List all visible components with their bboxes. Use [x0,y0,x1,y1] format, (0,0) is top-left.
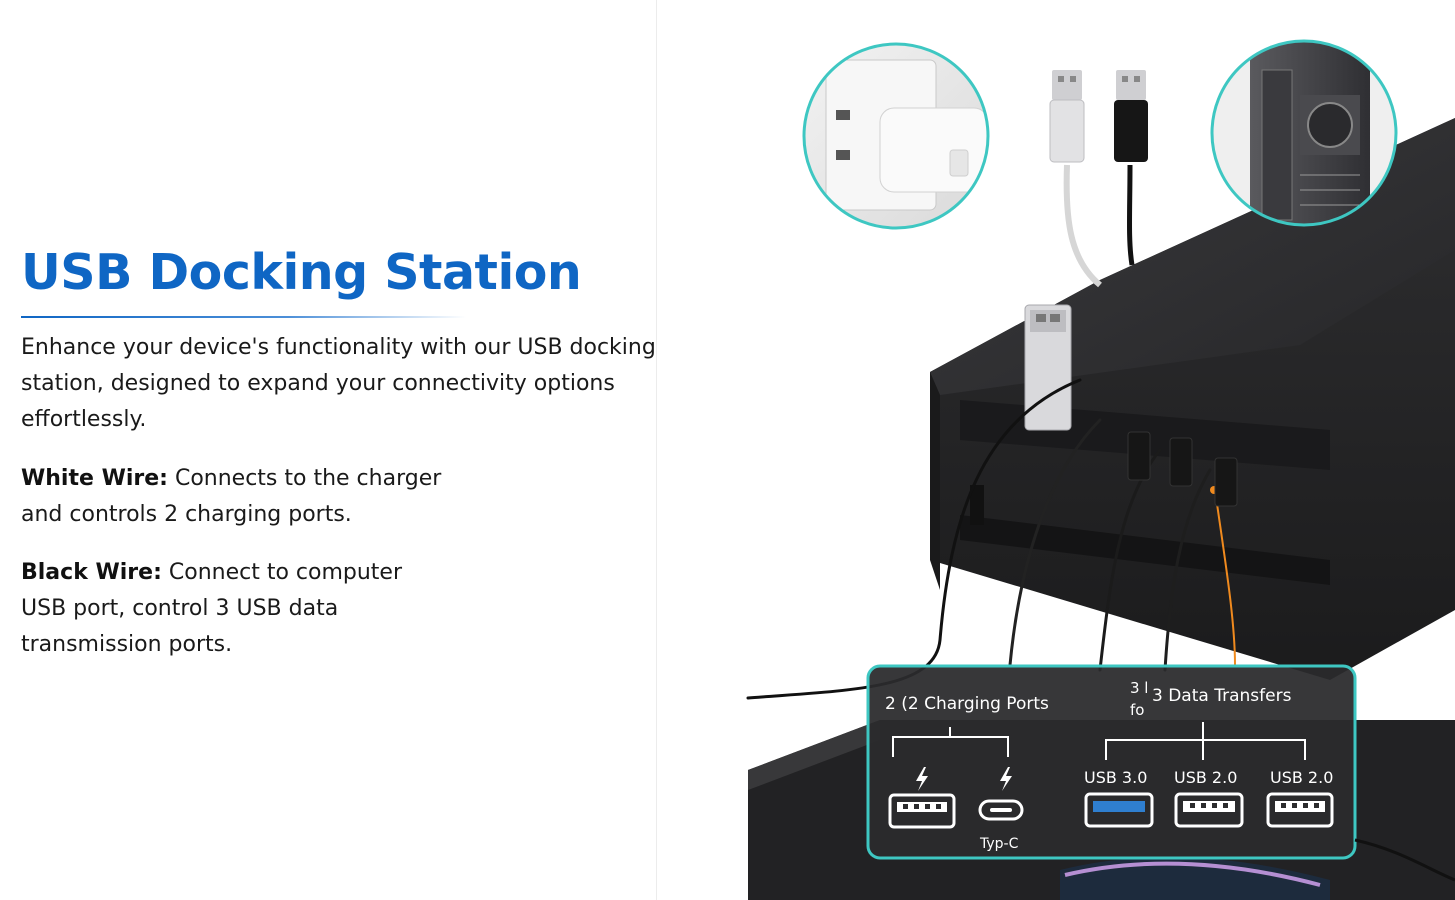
data-label-overlap-top: 3 l [1130,679,1148,697]
feature-label: Black Wire: [21,560,162,585]
port-label-usb2-a: USB 2.0 [1174,768,1237,787]
monitor-stand-riser [930,118,1455,680]
port-label-usb2-b: USB 2.0 [1270,768,1333,787]
usb-c-port-icon [978,799,1024,821]
wall-charger-inset [802,42,990,230]
title-underline [21,316,466,318]
feature-text: Connect to computer USB port, control 3 … [21,560,403,657]
usb2-port-icon [1174,792,1244,828]
bracket-lines [892,722,1306,760]
data-label-overlap-bottom: fo [1130,701,1144,719]
page-title: USB Docking Station [21,244,582,301]
usb-plugs [1049,70,1148,288]
column-divider [656,0,657,900]
usb-a-charging-port-icon [888,793,956,829]
feature-text: Connects to the charger and controls 2 c… [21,466,442,527]
port-label-usb3: USB 3.0 [1084,768,1147,787]
product-photo: 2 (2 Charging Ports 3 l fo 3 Data Transf… [680,0,1455,900]
intro-text: Enhance your device's functionality with… [21,335,656,432]
pc-tower-inset [1210,39,1398,227]
feature-white-wire: White Wire: Connects to the charger and … [21,461,481,533]
ports-callout-panel: 2 (2 Charging Ports 3 l fo 3 Data Transf… [866,664,1357,860]
charging-ports-label: 2 (2 Charging Ports [885,694,1049,714]
side-cable [1354,838,1455,882]
lightning-icon [916,767,1012,791]
feature-label: White Wire: [21,466,168,491]
data-transfers-label: 3 Data Transfers [1152,686,1292,706]
usb2-port-icon [1266,792,1334,828]
port-cables [746,378,1238,700]
typec-label: Typ-C [979,836,1019,852]
usb-flash-drive [1024,304,1072,431]
feature-black-wire: Black Wire: Connect to computer USB port… [21,555,451,663]
usb3-port-icon [1084,792,1154,828]
